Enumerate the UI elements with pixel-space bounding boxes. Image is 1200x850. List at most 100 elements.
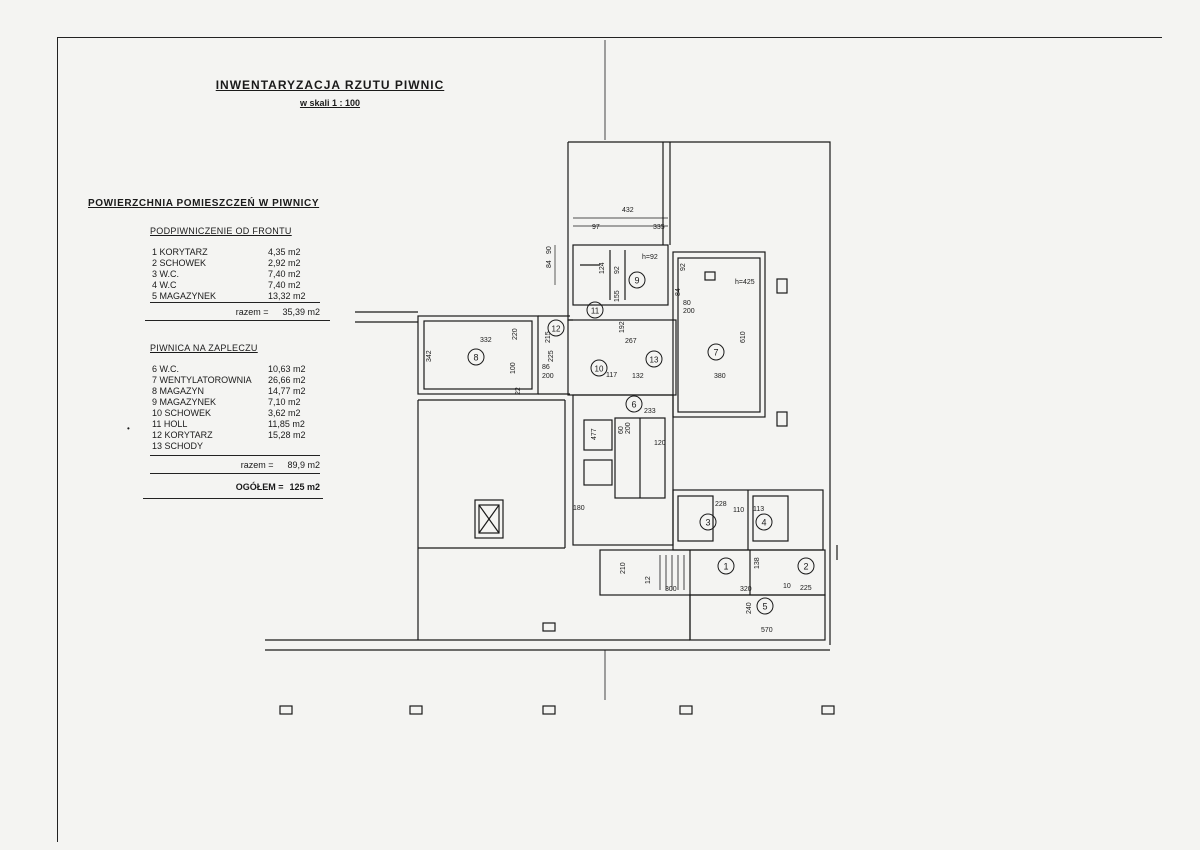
- room-area: 3,62 m2: [268, 408, 301, 418]
- dimension-label: 132: [632, 373, 644, 380]
- room-marker-circle: [797, 557, 815, 575]
- margin-mark: •: [127, 424, 130, 433]
- dimension-label: 10: [783, 583, 791, 590]
- dimension-label: 220: [512, 328, 519, 340]
- plan-walls: [265, 40, 838, 715]
- dimension-label: 210: [620, 562, 627, 574]
- room-name: 6 W.C.: [152, 364, 180, 374]
- room-marker-circle: [707, 343, 725, 361]
- dimension-label: 380: [714, 373, 726, 380]
- grand-total-value: 125 m2: [289, 482, 320, 492]
- room-name: 7 WENTYLATOROWNIA: [152, 375, 252, 385]
- dimension-label: 12: [645, 576, 652, 584]
- room-name: 8 MAGAZYN: [152, 386, 205, 396]
- room-marker-circle: [645, 350, 663, 368]
- room-marker-number: 8: [473, 353, 478, 363]
- dimension-label: 80: [683, 300, 691, 307]
- dimension-label: 97: [592, 224, 600, 231]
- room-area: 7,40 m2: [268, 269, 301, 279]
- dimension-label: 117: [606, 372, 617, 379]
- room-name: 12 KORYTARZ: [152, 430, 213, 440]
- dimension-label: 342: [426, 350, 433, 362]
- dimension-label: 332: [480, 337, 492, 344]
- dimension-label: h=92: [642, 254, 658, 261]
- room-marker-number: 12: [552, 325, 561, 334]
- dimension-label: 335: [653, 224, 665, 231]
- room-marker-number: 11: [591, 307, 600, 316]
- room-marker-number: 7: [713, 348, 718, 358]
- front-section-end-rule: [145, 320, 330, 321]
- dimension-label: 84: [675, 288, 682, 296]
- dimension-label: 300: [665, 586, 677, 593]
- dimension-label: 138: [754, 557, 761, 569]
- dimension-label: 200: [542, 373, 554, 380]
- room-name: 2 SCHOWEK: [152, 258, 207, 268]
- room-marker-circle: [699, 513, 717, 531]
- legend-heading: POWIERZCHNIA POMIESZCZEŃ W PIWNICY: [88, 198, 320, 209]
- front-sum-rule: [150, 302, 320, 303]
- room-marker-circle: [547, 319, 565, 337]
- dimension-label: 60: [618, 426, 625, 434]
- dimension-label: 477: [591, 428, 598, 440]
- room-marker-circle: [625, 395, 643, 413]
- dimension-label: 124: [599, 262, 606, 274]
- room-marker-number: 3: [705, 518, 710, 528]
- room-name: 11 HOLL: [152, 419, 188, 429]
- dimension-label: 267: [625, 338, 637, 345]
- front-section-title: PODPIWNICZENIE OD FRONTU: [150, 226, 292, 236]
- title-block: INWENTARYZACJA RZUTU PIWNIC w skali 1 : …: [150, 78, 510, 108]
- room-marker-circle: [628, 271, 646, 289]
- dimension-label: 180: [573, 505, 585, 512]
- room-name: 4 W.C: [152, 280, 177, 290]
- front-sum-label: razem =: [235, 307, 269, 317]
- back-sum-rule: [150, 455, 320, 456]
- dimension-label: 432: [622, 207, 634, 214]
- room-name: 13 SCHODY: [152, 441, 204, 451]
- drawing-scale: w skali 1 : 100: [299, 98, 361, 108]
- grand-total-label: OGÓŁEM =: [235, 482, 284, 492]
- back-room-row: 6 W.C.10,63 m2: [150, 364, 320, 375]
- grand-total-rule: [143, 498, 323, 499]
- dimension-label: 233: [644, 408, 656, 415]
- drawing-title: INWENTARYZACJA RZUTU PIWNIC: [215, 78, 445, 92]
- dimension-label: 240: [746, 602, 753, 614]
- back-sum-value: 89,9 m2: [287, 460, 320, 470]
- dimension-label: 215: [545, 331, 552, 343]
- dimension-label: 110: [733, 507, 744, 514]
- room-area: 15,28 m2: [268, 430, 306, 440]
- room-marker-number: 4: [761, 518, 766, 528]
- dimension-label: 86: [542, 364, 550, 371]
- front-room-row: 3 W.C.7,40 m2: [150, 269, 320, 280]
- room-area: 7,40 m2: [268, 280, 301, 290]
- dimension-label: 155: [614, 290, 621, 302]
- front-room-row: 4 W.C 7,40 m2: [150, 280, 320, 291]
- room-marker-circle: [590, 359, 608, 377]
- dimension-label: h=425: [735, 279, 755, 286]
- dimension-label: 120: [654, 440, 666, 447]
- back-sum-end-rule: [150, 473, 320, 474]
- dimension-label: 192: [619, 321, 626, 333]
- dimension-label: 200: [625, 422, 632, 434]
- room-marker-circle: [756, 597, 774, 615]
- dimension-label: 92: [680, 263, 687, 271]
- front-sum-value: 35,39 m2: [282, 307, 320, 317]
- dimension-label: 225: [548, 350, 555, 362]
- front-room-row: 2 SCHOWEK 2,92 m2: [150, 258, 320, 269]
- back-section-title: PIWNICA NA ZAPLECZU: [150, 343, 258, 353]
- dimension-label: 228: [715, 501, 727, 508]
- room-name: 1 KORYTARZ: [152, 247, 208, 257]
- room-area: 14,77 m2: [268, 386, 306, 396]
- room-area: 7,10 m2: [268, 397, 301, 407]
- room-area: 2,92 m2: [268, 258, 301, 268]
- back-sum-label: razem =: [240, 460, 274, 470]
